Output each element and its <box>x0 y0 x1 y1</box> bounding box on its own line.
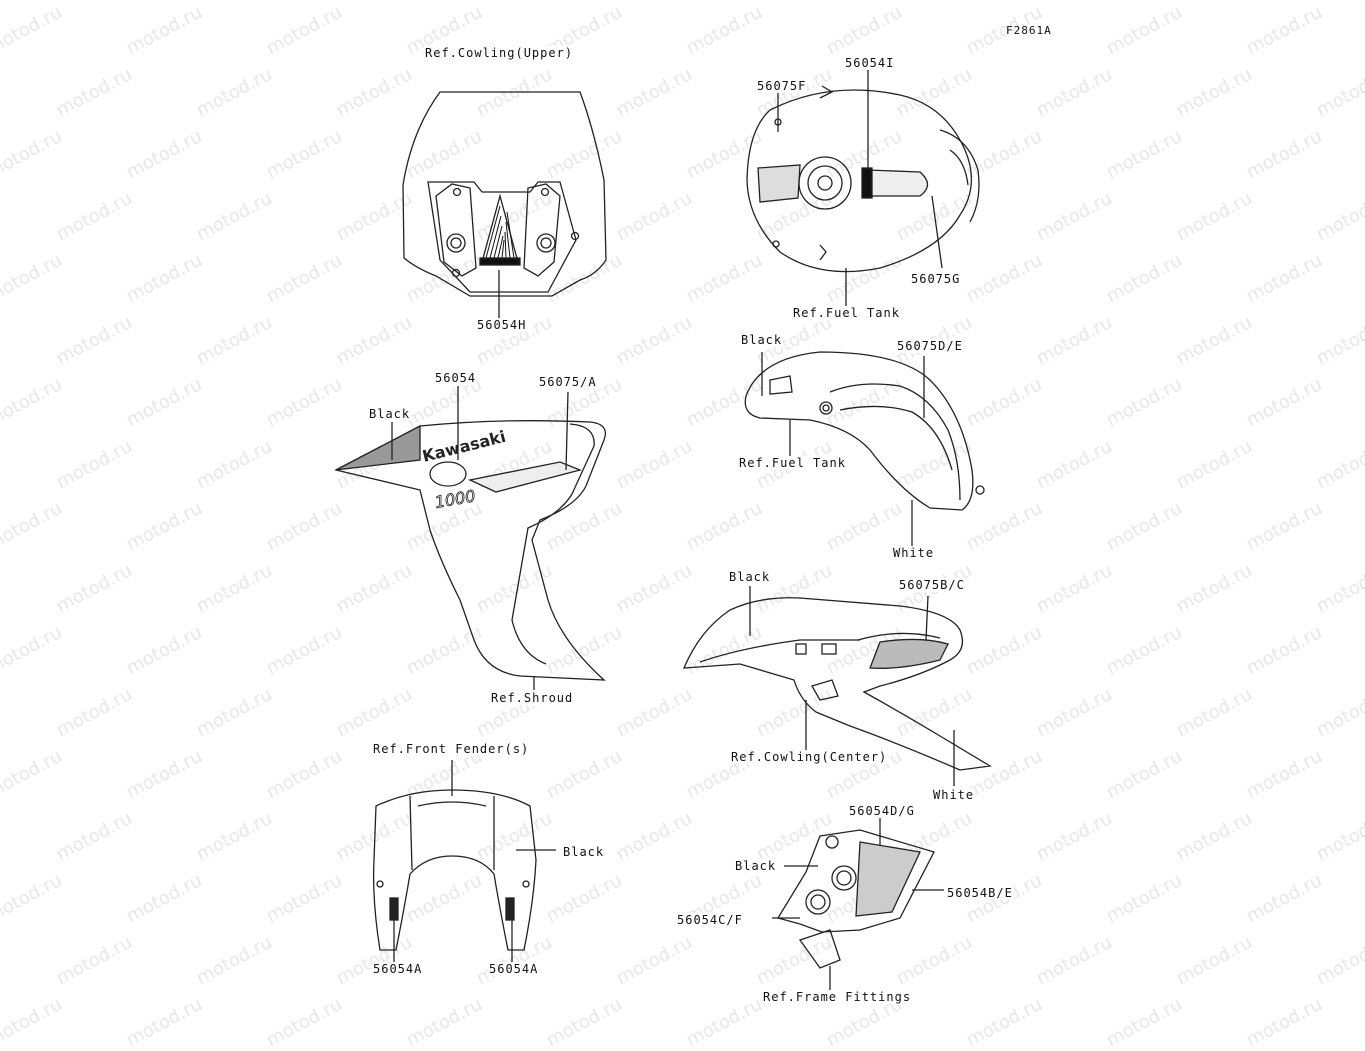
shroud-displacement-decal: 1000 <box>433 486 476 512</box>
figure-code: F2861A <box>1006 24 1052 37</box>
fuel-tank-top-part <box>746 70 980 306</box>
label-black-shroud: Black <box>368 407 412 421</box>
label-part-56075a: 56075/A <box>538 375 598 389</box>
label-ref-cowling-upper: Ref.Cowling(Upper) <box>424 46 575 60</box>
label-ref-front-fender: Ref.Front Fender(s) <box>372 742 531 756</box>
label-part-56054dg: 56054D/G <box>848 804 916 818</box>
label-black-fender: Black <box>562 845 606 859</box>
label-part-56054be: 56054B/E <box>946 886 1014 900</box>
parts-diagram: Kawasaki 1000 <box>334 70 992 990</box>
upper-cowling-part <box>402 91 607 318</box>
upper-cowling-logo-decal <box>479 257 521 266</box>
label-part-56054cf: 56054C/F <box>676 913 744 927</box>
label-part-56054i: 56054I <box>844 56 896 70</box>
label-ref-fuel-tank-side: Ref.Fuel Tank <box>738 456 847 470</box>
label-part-56054a-left: 56054A <box>372 962 424 976</box>
label-black-center: Black <box>728 570 772 584</box>
front-fender-part <box>372 760 556 962</box>
label-part-56054h: 56054H <box>476 318 528 332</box>
label-part-56075de: 56075D/E <box>896 339 964 353</box>
fender-right-decal <box>505 897 515 921</box>
label-ref-cowling-center: Ref.Cowling(Center) <box>730 750 889 764</box>
label-black-frame: Black <box>734 859 778 873</box>
label-white-tank: White <box>892 546 936 560</box>
label-part-56075g: 56075G <box>910 272 962 286</box>
label-ref-shroud: Ref.Shroud <box>490 691 575 705</box>
shroud-brand-decal: Kawasaki <box>420 427 507 466</box>
label-ref-fuel-tank-top: Ref.Fuel Tank <box>792 306 901 320</box>
center-cowling-part <box>682 586 992 786</box>
label-part-56054a-right: 56054A <box>488 962 540 976</box>
label-part-56075bc: 56075B/C <box>898 578 966 592</box>
label-part-56054: 56054 <box>434 371 478 385</box>
label-white-center: White <box>932 788 976 802</box>
fuel-tank-side-part <box>744 351 985 546</box>
frame-fittings-part <box>772 818 944 990</box>
label-black-tank: Black <box>740 333 784 347</box>
shroud-part: Kawasaki 1000 <box>334 386 607 690</box>
label-ref-frame-fittings: Ref.Frame Fittings <box>762 990 913 1004</box>
tank-top-center-decal <box>861 167 873 199</box>
upper-cowling-stripe-decal <box>485 205 515 259</box>
fender-left-decal <box>389 897 399 921</box>
label-part-56075f: 56075F <box>756 79 808 93</box>
